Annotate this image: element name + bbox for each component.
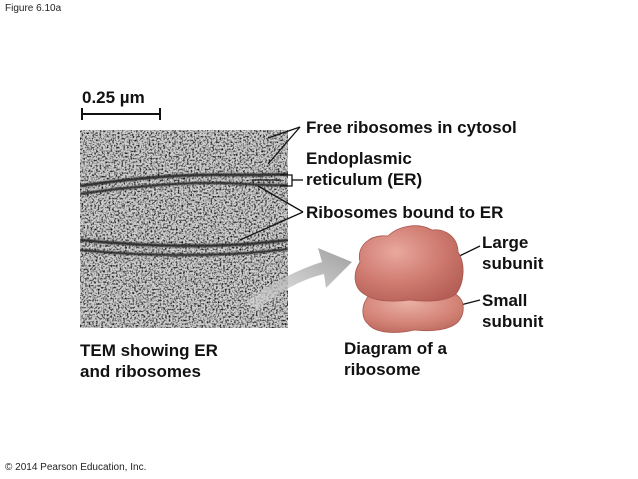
copyright-notice: © 2014 Pearson Education, Inc. bbox=[5, 462, 147, 473]
caption-tem-line1: TEM showing ER bbox=[80, 341, 218, 360]
tem-micrograph bbox=[80, 130, 288, 328]
label-er-line1: Endoplasmic bbox=[306, 149, 412, 168]
caption-diagram-line2: ribosome bbox=[344, 360, 421, 379]
figure-label: Figure 6.10a bbox=[5, 3, 62, 14]
ribosome-diagram bbox=[354, 225, 464, 333]
label-small-line1: Small bbox=[482, 291, 528, 310]
caption-diagram-line1: Diagram of a bbox=[344, 339, 447, 358]
caption-tem-line2: and ribosomes bbox=[80, 362, 201, 381]
label-free-ribosomes: Free ribosomes in cytosol bbox=[306, 118, 517, 137]
zoom-arrow bbox=[246, 248, 352, 310]
label-bound-ribosomes: Ribosomes bound to ER bbox=[306, 203, 504, 222]
large-subunit-shape bbox=[354, 225, 464, 302]
scale-bar bbox=[81, 108, 161, 120]
label-large-line2: subunit bbox=[482, 254, 544, 273]
label-large-line1: Large bbox=[482, 233, 529, 252]
label-er-line2: reticulum (ER) bbox=[306, 170, 423, 189]
scale-bar-label: 0.25 µm bbox=[82, 88, 145, 107]
label-small-line2: subunit bbox=[482, 312, 544, 331]
